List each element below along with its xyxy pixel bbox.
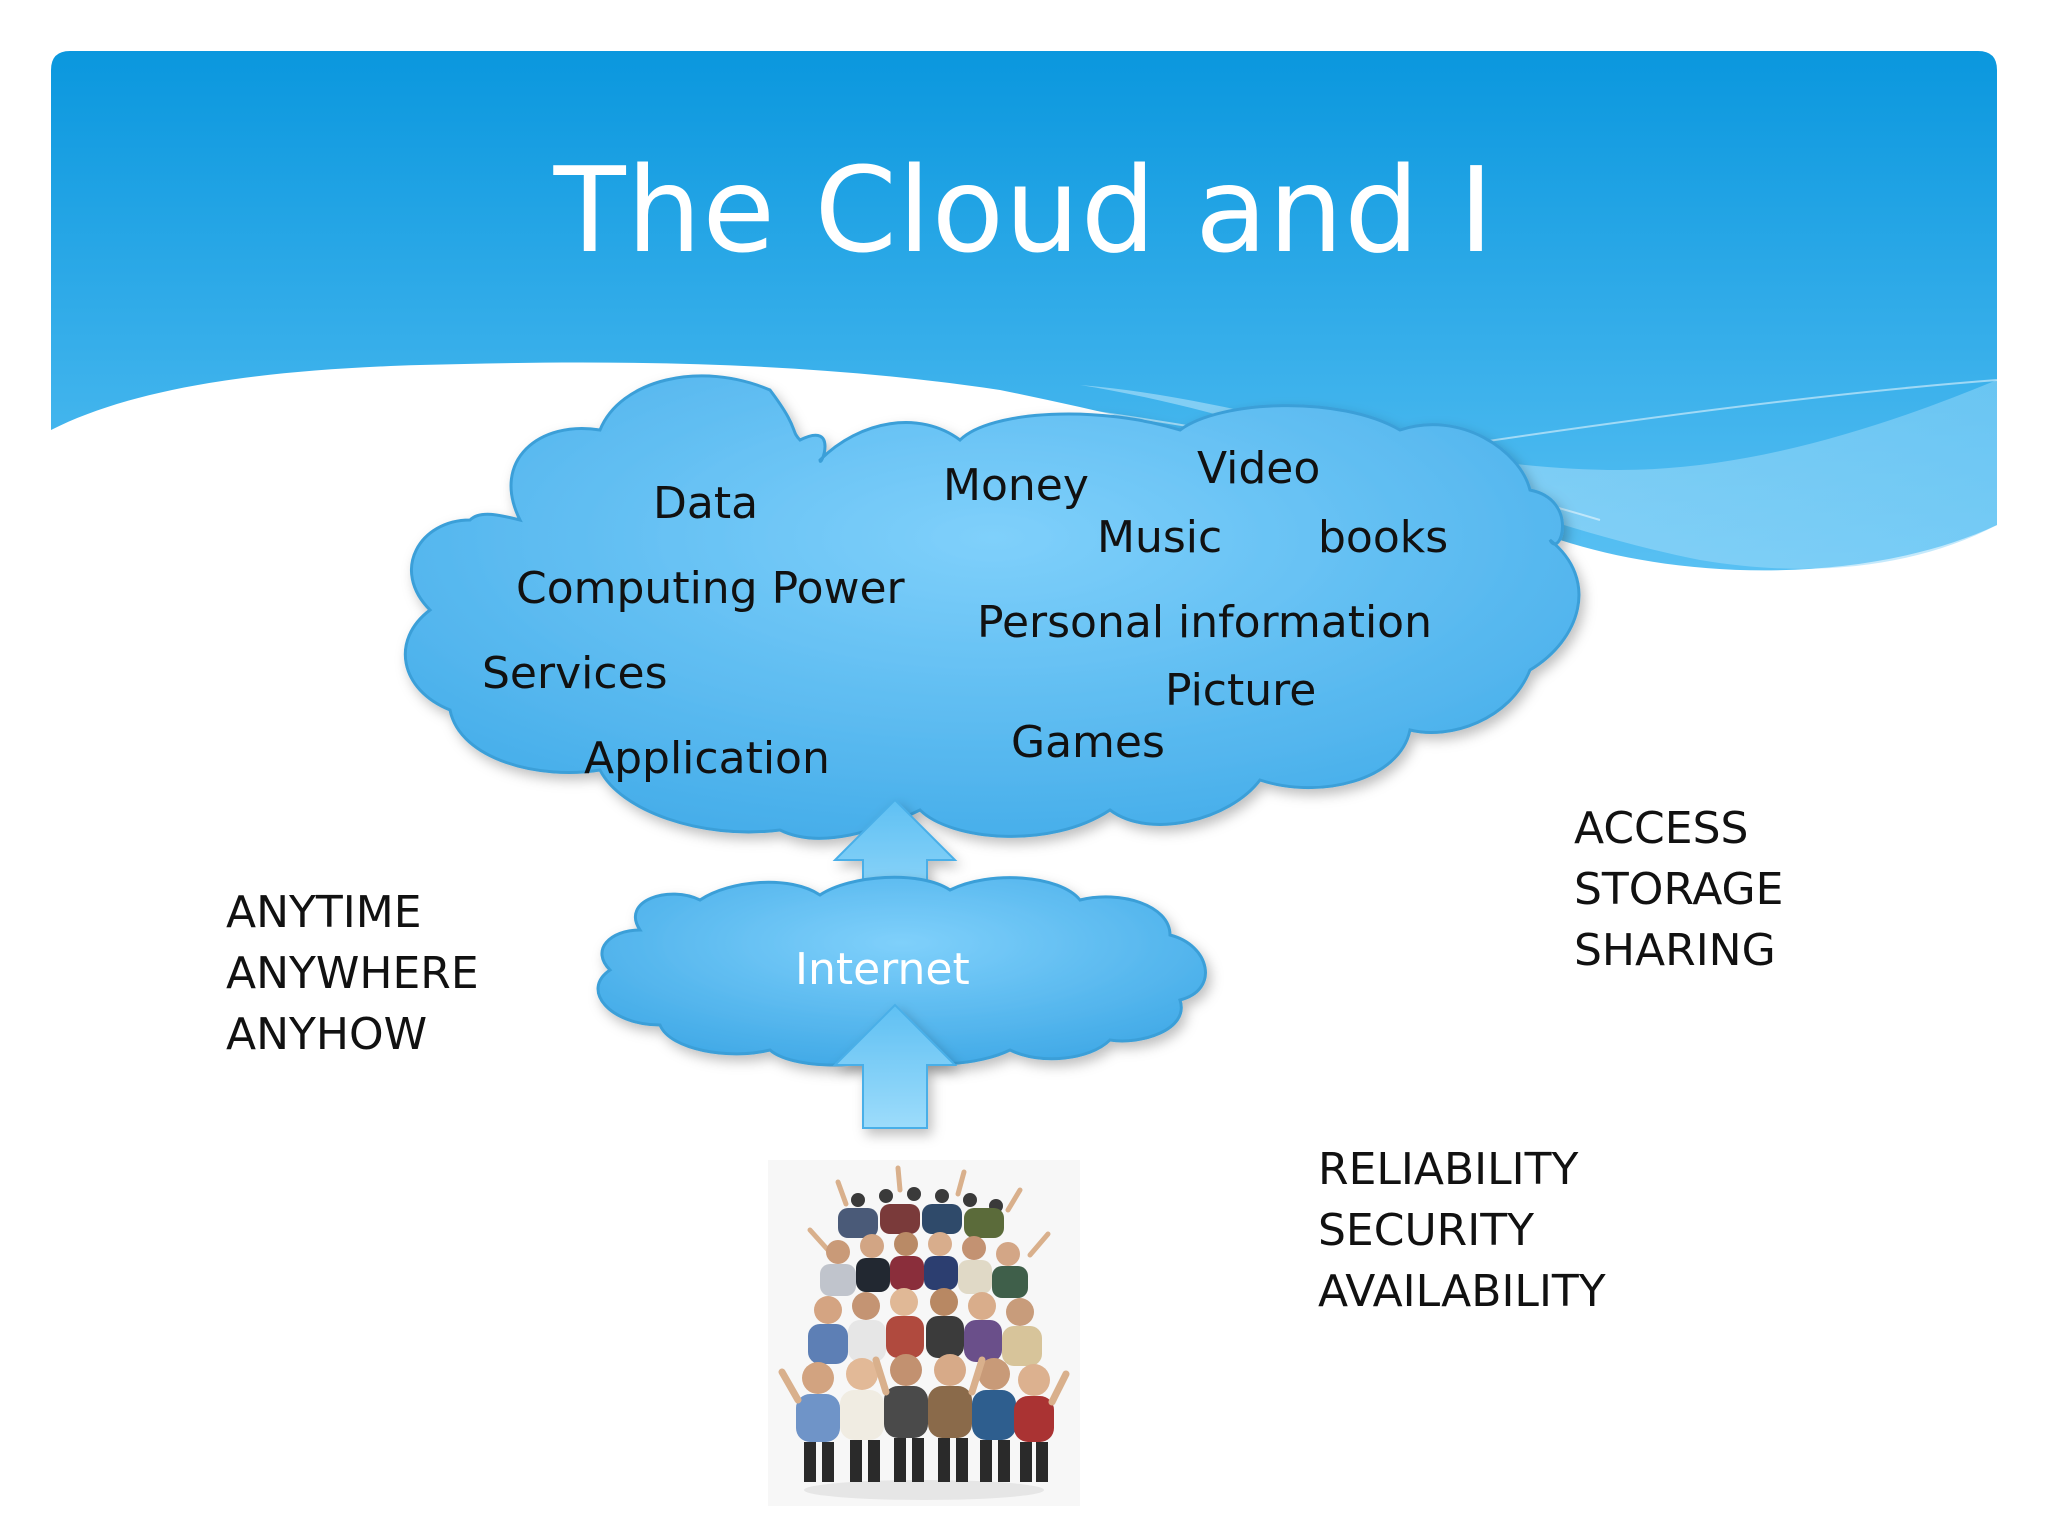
cloud-item-computing-power: Computing Power [516, 563, 905, 614]
left-list-item: ANYWHERE [226, 948, 479, 999]
slide-title: The Cloud and I [553, 141, 1495, 279]
cloud-item-money: Money [943, 460, 1089, 511]
right-top-list-item: SHARING [1574, 925, 1776, 976]
main-cloud [403, 374, 1581, 840]
crowd-photo [768, 1160, 1080, 1506]
right-bottom-list: RELIABILITY SECURITY AVAILABILITY [1318, 1139, 1606, 1322]
cloud-item-services: Services [482, 648, 668, 699]
left-list: ANYTIME ANYWHERE ANYHOW [226, 882, 479, 1065]
cloud-item-books: books [1318, 512, 1449, 563]
left-list-item: ANYTIME [226, 887, 422, 938]
cloud-item-personal-information: Personal information [977, 597, 1432, 648]
cloud-item-music: Music [1097, 512, 1223, 563]
right-top-list-item: STORAGE [1574, 864, 1784, 915]
left-list-item: ANYHOW [226, 1009, 428, 1060]
cloud-item-games: Games [1011, 717, 1165, 768]
right-bottom-list-item: RELIABILITY [1318, 1144, 1579, 1195]
right-bottom-list-item: AVAILABILITY [1318, 1266, 1606, 1317]
arrow-people-to-internet [832, 1003, 958, 1129]
right-top-list: ACCESS STORAGE SHARING [1574, 798, 1783, 981]
cloud-item-data: Data [653, 478, 759, 529]
internet-cloud [596, 875, 1207, 1067]
right-top-list-item: ACCESS [1574, 803, 1749, 854]
crowd-people-icon [778, 1165, 1070, 1482]
cloud-item-picture: Picture [1165, 665, 1317, 716]
cloud-item-video: Video [1197, 443, 1321, 494]
right-bottom-list-item: SECURITY [1318, 1205, 1534, 1256]
cloud-item-application: Application [584, 733, 830, 784]
internet-label: Internet [795, 944, 970, 995]
